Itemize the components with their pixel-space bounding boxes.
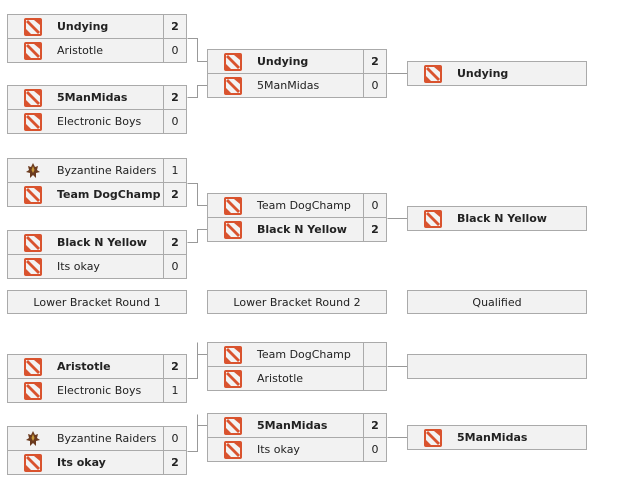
team-slot[interactable]: Its okay 0: [7, 254, 187, 279]
dota-icon: [24, 234, 42, 252]
team-name: 5ManMidas: [257, 419, 328, 432]
dota-icon: [24, 113, 42, 131]
team-score: 2: [163, 451, 186, 474]
qualified-slot[interactable]: Black N Yellow: [407, 206, 587, 231]
team-score: 1: [163, 159, 186, 182]
team-name: Electronic Boys: [57, 115, 142, 128]
team-name: Black N Yellow: [457, 212, 547, 225]
header-qualified: Qualified: [407, 290, 587, 314]
team-name: 5ManMidas: [57, 91, 128, 104]
dota-icon: [224, 77, 242, 95]
dota-icon: [224, 441, 242, 459]
team-name: Black N Yellow: [57, 236, 147, 249]
team-slot[interactable]: Team DogChamp: [207, 342, 387, 367]
team-slot[interactable]: Black N Yellow 2: [207, 217, 387, 242]
dota-icon: [424, 210, 442, 228]
team-slot[interactable]: Undying 2: [207, 49, 387, 74]
header-lower-round-1: Lower Bracket Round 1: [7, 290, 187, 314]
byzantine-icon: [24, 162, 42, 180]
team-slot[interactable]: Aristotle 2: [7, 354, 187, 379]
team-name: Its okay: [57, 260, 100, 273]
team-score: 2: [163, 15, 186, 38]
team-name: 5ManMidas: [257, 79, 320, 92]
team-slot[interactable]: Aristotle 0: [7, 38, 187, 63]
dota-icon: [24, 42, 42, 60]
dota-icon: [224, 53, 242, 71]
team-slot[interactable]: 5ManMidas 0: [207, 73, 387, 98]
team-score: 0: [363, 194, 386, 217]
team-name: 5ManMidas: [457, 431, 528, 444]
team-score: 2: [363, 218, 386, 241]
team-score: 1: [163, 379, 186, 402]
team-name: Undying: [257, 55, 309, 68]
team-slot[interactable]: Aristotle: [207, 366, 387, 391]
dota-icon: [24, 258, 42, 276]
team-name: Byzantine Raiders: [57, 432, 157, 445]
dota-icon: [24, 18, 42, 36]
team-name: Byzantine Raiders: [57, 164, 157, 177]
team-slot[interactable]: Its okay 0: [207, 437, 387, 462]
team-slot[interactable]: Electronic Boys 0: [7, 109, 187, 134]
dota-icon: [24, 358, 42, 376]
dota-icon: [424, 65, 442, 83]
team-slot[interactable]: Undying 2: [7, 14, 187, 39]
dota-icon: [24, 186, 42, 204]
team-score: [363, 367, 386, 390]
team-score: [363, 343, 386, 366]
dota-icon: [224, 197, 242, 215]
team-name: Black N Yellow: [257, 223, 347, 236]
team-name: Team DogChamp: [57, 188, 161, 201]
dota-icon: [24, 382, 42, 400]
dota-icon: [24, 89, 42, 107]
team-score: 2: [163, 231, 186, 254]
qualified-slot[interactable]: 5ManMidas: [407, 425, 587, 450]
qualified-slot[interactable]: Undying: [407, 61, 587, 86]
team-slot[interactable]: Black N Yellow 2: [7, 230, 187, 255]
team-slot[interactable]: Team DogChamp 2: [7, 182, 187, 207]
team-name: Aristotle: [57, 44, 104, 57]
team-name: Team DogChamp: [257, 348, 351, 361]
team-slot[interactable]: Team DogChamp 0: [207, 193, 387, 218]
dota-icon: [224, 417, 242, 435]
dota-icon: [24, 454, 42, 472]
team-slot[interactable]: Electronic Boys 1: [7, 378, 187, 403]
team-name: Aristotle: [57, 360, 111, 373]
team-score: 0: [163, 39, 186, 62]
team-score: 2: [163, 86, 186, 109]
team-score: 0: [163, 427, 186, 450]
team-name: Undying: [57, 20, 109, 33]
team-score: 2: [363, 414, 386, 437]
team-score: 0: [363, 438, 386, 461]
dota-icon: [424, 429, 442, 447]
team-name: Electronic Boys: [57, 384, 142, 397]
team-score: 2: [363, 50, 386, 73]
team-name: Aristotle: [257, 372, 304, 385]
header-lower-round-2: Lower Bracket Round 2: [207, 290, 387, 314]
team-name: Team DogChamp: [257, 199, 351, 212]
team-slot[interactable]: Byzantine Raiders 0: [7, 426, 187, 451]
team-slot[interactable]: 5ManMidas 2: [207, 413, 387, 438]
dota-icon: [224, 221, 242, 239]
team-slot[interactable]: Its okay 2: [7, 450, 187, 475]
team-score: 0: [363, 74, 386, 97]
team-score: 2: [163, 183, 186, 206]
team-name: Its okay: [57, 456, 106, 469]
team-name: Undying: [457, 67, 509, 80]
dota-icon: [224, 370, 242, 388]
qualified-slot-empty[interactable]: [407, 354, 587, 379]
dota-icon: [224, 346, 242, 364]
team-score: 0: [163, 110, 186, 133]
team-name: Its okay: [257, 443, 300, 456]
team-slot[interactable]: Byzantine Raiders 1: [7, 158, 187, 183]
team-slot[interactable]: 5ManMidas 2: [7, 85, 187, 110]
team-score: 0: [163, 255, 186, 278]
team-score: 2: [163, 355, 186, 378]
byzantine-icon: [24, 430, 42, 448]
